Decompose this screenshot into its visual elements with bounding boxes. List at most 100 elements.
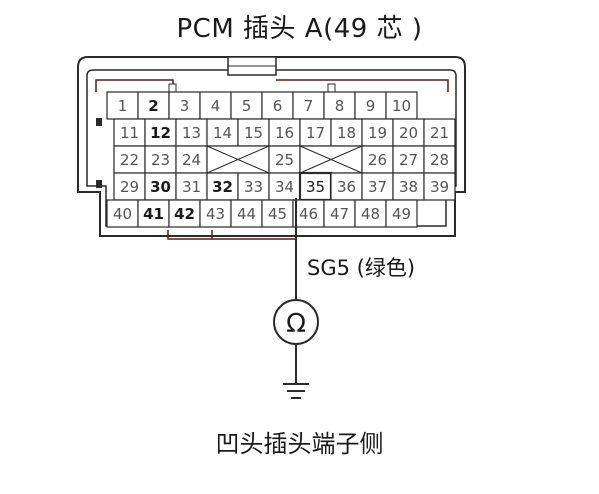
pin-3: 3 — [168, 91, 201, 120]
pin-48: 48 — [354, 199, 387, 228]
pin-7: 7 — [292, 91, 325, 120]
pin-38: 38 — [392, 172, 425, 201]
svg-text:20: 20 — [399, 124, 418, 142]
svg-text:6: 6 — [273, 97, 283, 115]
svg-text:28: 28 — [430, 151, 449, 169]
svg-text:33: 33 — [244, 178, 263, 196]
svg-text:17: 17 — [306, 124, 325, 142]
svg-text:37: 37 — [368, 178, 387, 196]
ground-icon — [283, 383, 309, 399]
svg-text:26: 26 — [368, 151, 387, 169]
pin-41: 41 — [137, 199, 170, 228]
pin-34: 34 — [268, 172, 301, 201]
pin-40: 40 — [106, 199, 139, 228]
pin-39: 39 — [423, 172, 456, 201]
pin-35: 35 — [298, 171, 333, 202]
svg-text:30: 30 — [150, 178, 171, 196]
svg-text:43: 43 — [206, 205, 225, 223]
pin-9: 9 — [354, 91, 387, 120]
svg-text:45: 45 — [268, 205, 287, 223]
pin-2: 2 — [137, 91, 170, 120]
left-lock — [96, 118, 102, 126]
pin-43: 43 — [199, 199, 232, 228]
pin-21: 21 — [423, 118, 456, 147]
pin-45: 45 — [261, 199, 294, 228]
svg-text:41: 41 — [143, 205, 164, 223]
svg-text:5: 5 — [242, 97, 252, 115]
pin-14: 14 — [206, 118, 239, 147]
pin-4: 4 — [199, 91, 232, 120]
svg-text:25: 25 — [275, 151, 294, 169]
wire-label: SG5 (绿色) — [307, 256, 416, 280]
svg-text:18: 18 — [337, 124, 356, 142]
svg-text:48: 48 — [361, 205, 380, 223]
svg-text:40: 40 — [113, 205, 132, 223]
pin-1: 1 — [106, 91, 139, 120]
pin-33: 33 — [237, 172, 270, 201]
pin-24: 24 — [175, 145, 208, 174]
svg-text:46: 46 — [299, 205, 318, 223]
svg-text:47: 47 — [330, 205, 349, 223]
ohm-icon: Ω — [286, 309, 306, 339]
svg-text:2: 2 — [148, 97, 158, 115]
svg-text:23: 23 — [151, 151, 170, 169]
blank-cavity — [299, 145, 363, 174]
svg-text:1: 1 — [118, 97, 128, 115]
pin-19: 19 — [361, 118, 394, 147]
svg-text:29: 29 — [120, 178, 139, 196]
svg-text:19: 19 — [368, 124, 387, 142]
pin-47: 47 — [323, 199, 356, 228]
pin-31: 31 — [175, 172, 208, 201]
pin-32: 32 — [206, 172, 239, 201]
svg-text:34: 34 — [275, 178, 294, 196]
svg-text:16: 16 — [275, 124, 294, 142]
connector-caption: 凹头插头端子侧 — [215, 430, 384, 458]
pin-30: 30 — [144, 172, 177, 201]
svg-text:35: 35 — [306, 178, 325, 196]
svg-text:38: 38 — [399, 178, 418, 196]
connector-title: PCM 插头 A(49 芯 ) — [176, 14, 423, 44]
pin-22: 22 — [113, 145, 146, 174]
svg-text:9: 9 — [366, 97, 376, 115]
pin-18: 18 — [330, 118, 363, 147]
svg-text:4: 4 — [211, 97, 221, 115]
svg-text:15: 15 — [244, 124, 263, 142]
pin-12: 12 — [144, 118, 177, 147]
pin-11: 11 — [113, 118, 146, 147]
svg-text:49: 49 — [392, 205, 411, 223]
svg-text:21: 21 — [430, 124, 449, 142]
pin-16: 16 — [268, 118, 301, 147]
pin-44: 44 — [230, 199, 263, 228]
pin-20: 20 — [392, 118, 425, 147]
pin-10: 10 — [385, 91, 418, 120]
pin-25: 25 — [268, 145, 301, 174]
svg-text:31: 31 — [182, 178, 201, 196]
wire-top-loop — [95, 79, 449, 92]
svg-text:14: 14 — [213, 124, 232, 142]
svg-text:8: 8 — [335, 97, 345, 115]
svg-text:24: 24 — [182, 151, 201, 169]
svg-text:36: 36 — [337, 178, 356, 196]
pin-23: 23 — [144, 145, 177, 174]
blank-cavity — [206, 145, 270, 174]
pin-17: 17 — [299, 118, 332, 147]
svg-text:22: 22 — [120, 151, 139, 169]
svg-text:11: 11 — [120, 124, 139, 142]
pin-5: 5 — [230, 91, 263, 120]
pin-13: 13 — [175, 118, 208, 147]
pin-42: 42 — [168, 199, 201, 228]
wire-bottom — [167, 230, 296, 240]
svg-text:44: 44 — [237, 205, 256, 223]
pin-15: 15 — [237, 118, 270, 147]
svg-text:3: 3 — [180, 97, 190, 115]
svg-text:32: 32 — [212, 178, 233, 196]
pin-6: 6 — [261, 91, 294, 120]
svg-text:27: 27 — [399, 151, 418, 169]
svg-text:13: 13 — [182, 124, 201, 142]
svg-text:42: 42 — [174, 205, 195, 223]
svg-text:39: 39 — [430, 178, 449, 196]
pin-49: 49 — [385, 199, 418, 228]
pin-29: 29 — [113, 172, 146, 201]
pin-37: 37 — [361, 172, 394, 201]
